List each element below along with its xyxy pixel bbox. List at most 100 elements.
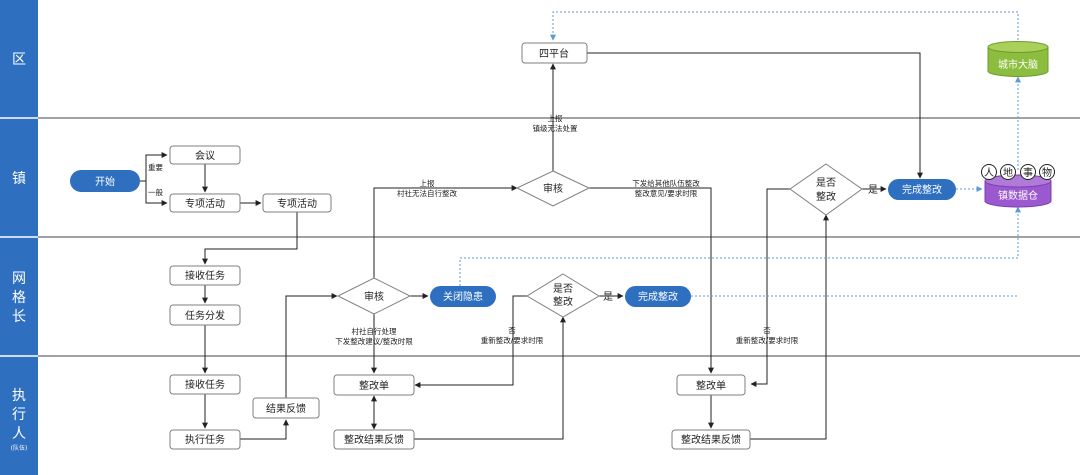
edge-label-important: 重要 <box>148 163 163 172</box>
node-review-town: 审核 <box>515 170 591 207</box>
lane-label-grid-3: 长 <box>12 309 26 325</box>
node-platform: 四平台 <box>521 42 588 64</box>
rectify-label: 整改结果反馈 <box>681 433 741 446</box>
edge-label-report-town: 镇级无法处置 <box>533 123 578 133</box>
task-box <box>169 304 241 326</box>
lane-label-exec-3: 人 <box>12 426 26 442</box>
data-link <box>459 206 1021 286</box>
node-whether-grid: 是否 整改 <box>526 273 600 318</box>
close-hazard-label: 关闭隐患 <box>443 290 483 303</box>
node-dispatch: 任务分发 <box>169 304 241 326</box>
data-link <box>550 11 1019 41</box>
node-receive-grid: 接收任务 <box>169 265 241 286</box>
edge-label-report-village: 村社无法自行整改 <box>397 188 457 198</box>
edge-label-report-town: 上报 <box>548 113 563 123</box>
tag-object: 物 <box>1042 166 1052 179</box>
tag-circle <box>1000 164 1016 180</box>
lane-sub-label: (队伍) <box>11 444 28 452</box>
node-city-brain: 城市大脑 <box>987 41 1049 77</box>
decision-label: 审核 <box>543 182 563 195</box>
connector <box>750 188 790 387</box>
complete-label: 完成整改 <box>638 290 678 303</box>
complete-pill <box>888 179 956 200</box>
task-box <box>169 374 241 395</box>
connector <box>140 180 168 206</box>
node-feedback: 结果反馈 <box>252 397 320 419</box>
edge-label-no: 否 <box>508 326 516 335</box>
rectify-box <box>333 429 415 450</box>
platform-box <box>521 42 588 64</box>
connector <box>414 295 527 388</box>
database-icon-top <box>984 174 1052 188</box>
task-label: 执行任务 <box>185 433 225 446</box>
node-close-hazard: 关闭隐患 <box>430 286 496 307</box>
connector <box>750 214 829 440</box>
decision-diamond <box>789 163 863 216</box>
close-hazard-pill <box>430 286 496 307</box>
database-icon <box>984 181 1052 208</box>
complete-pill <box>625 286 691 307</box>
tag-event: 事 <box>1023 166 1033 179</box>
task-box <box>169 265 241 286</box>
rectify-box <box>671 429 751 450</box>
complete-label: 完成整改 <box>902 183 942 196</box>
node-rect-order-1: 整改单 <box>333 374 415 396</box>
edge-label-no-detail: 重新整改/要求时限 <box>481 335 544 345</box>
feedback-label: 结果反馈 <box>266 402 306 415</box>
flow-connectors <box>140 52 923 440</box>
special-box <box>169 193 241 213</box>
lane-label-grid-1: 网 <box>12 271 26 287</box>
node-warehouse: 镇数据仓 人 地 事 物 <box>981 164 1055 208</box>
connector <box>589 187 714 374</box>
decision-label: 审核 <box>364 290 384 303</box>
node-meeting: 会议 <box>169 145 241 165</box>
decision-diamond <box>526 273 600 318</box>
decision-diamond <box>515 170 591 207</box>
edge-label-dispatch-other: 整改意见/要求时限 <box>635 188 698 198</box>
connector <box>202 212 298 265</box>
meeting-box <box>169 145 241 165</box>
connector <box>240 419 289 440</box>
special-box <box>262 193 332 213</box>
edge-label-village-self: 村社自行处理 <box>352 326 397 336</box>
connector <box>414 316 566 440</box>
node-complete-town: 完成整改 <box>888 179 956 200</box>
edge-label-general: 一般 <box>148 187 163 197</box>
tag-circle <box>1020 164 1036 180</box>
tag-circle <box>1039 164 1055 180</box>
edge-label-no-detail: 重新整改/要求时限 <box>736 335 799 345</box>
node-rect-order-2: 整改单 <box>676 374 746 396</box>
connector <box>587 52 923 179</box>
lane-label-exec-1: 执 <box>12 388 26 404</box>
node-rect-feedback-2: 整改结果反馈 <box>671 429 751 450</box>
edge-label-yes: 是 <box>868 184 878 196</box>
decision-label: 是否 <box>816 177 836 189</box>
edge-labels: 重要 一般 上报 镇级无法处置 上报 村社无法自行整改 村社自行处理 下发整改建… <box>148 113 878 346</box>
node-special-1: 专项活动 <box>169 193 241 213</box>
connector <box>373 185 518 278</box>
edge-label-dispatch-other: 下发给其他队伍整改 <box>632 178 700 188</box>
task-label: 任务分发 <box>185 309 225 322</box>
node-rect-feedback-1: 整改结果反馈 <box>333 429 415 450</box>
data-links <box>459 11 1021 297</box>
platform-label: 四平台 <box>539 47 569 60</box>
rectify-box <box>676 374 746 396</box>
start-label: 开始 <box>95 175 115 188</box>
edge-label-report-village: 上报 <box>420 178 435 188</box>
special-label: 专项活动 <box>185 197 225 210</box>
decision-label: 是否 <box>553 283 573 295</box>
node-whether-town: 是否 整改 <box>789 163 863 216</box>
database-icon-top <box>987 41 1049 53</box>
task-box <box>169 429 241 450</box>
rectify-label: 整改结果反馈 <box>344 433 404 446</box>
edge-label-no: 否 <box>763 326 771 335</box>
meeting-label: 会议 <box>195 149 215 162</box>
tag-person: 人 <box>984 167 994 179</box>
edge-label-village-self: 下发整改建议/整改时限 <box>335 336 413 346</box>
lane-label-exec-2: 行 <box>12 407 26 423</box>
rectify-box <box>333 374 415 396</box>
node-start: 开始 <box>70 170 140 192</box>
